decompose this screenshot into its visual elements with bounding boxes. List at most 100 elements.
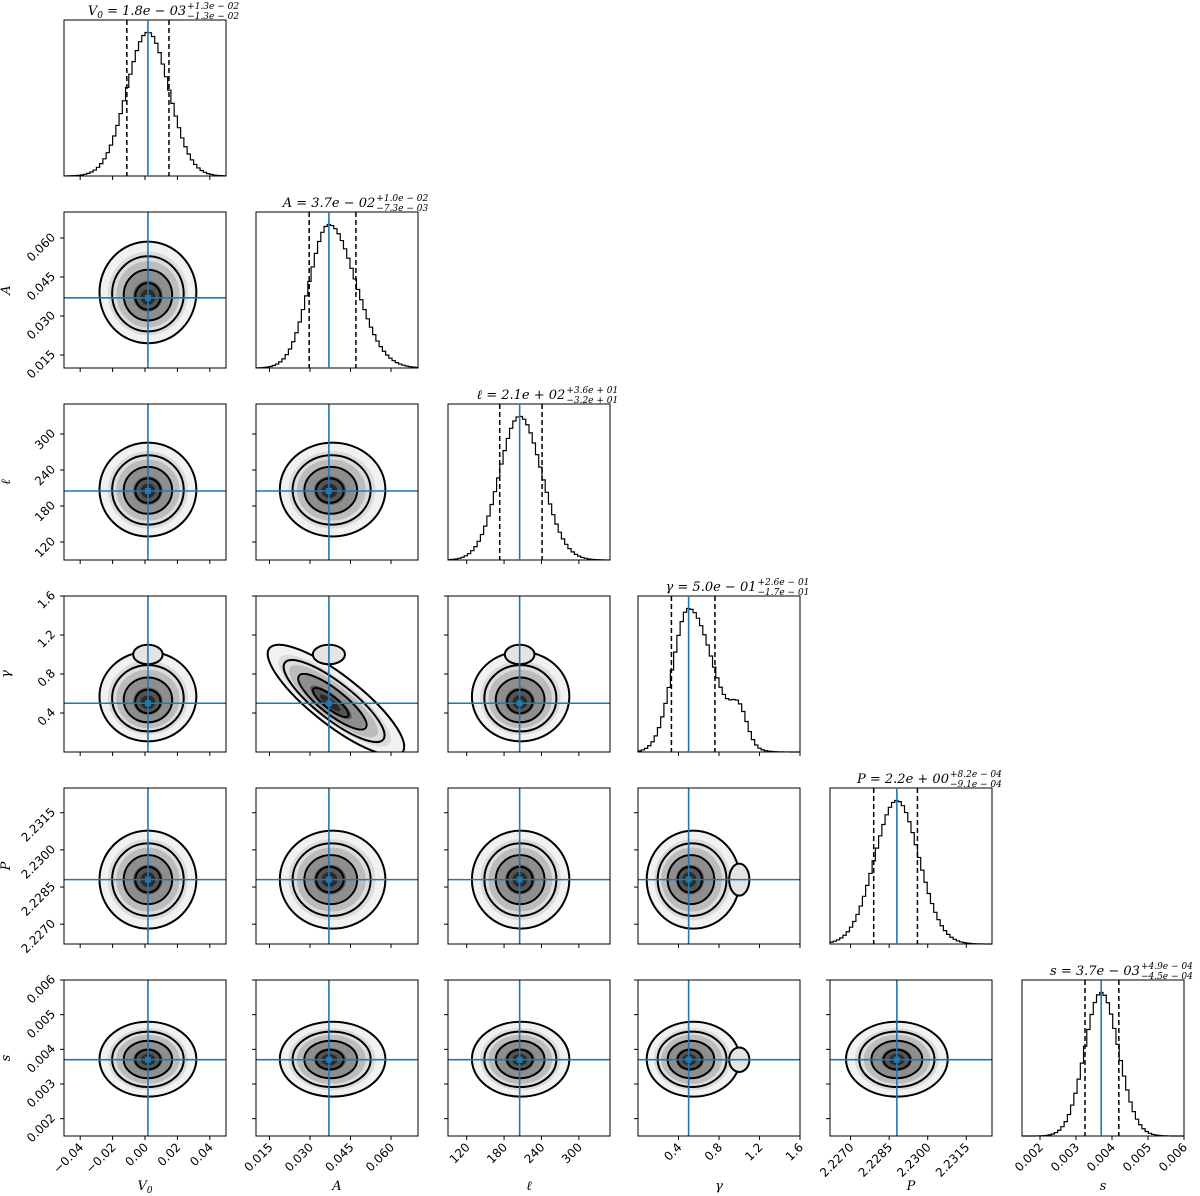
contour-level-1 [291, 454, 372, 526]
x-tick-label-V0: 0.00 [122, 1140, 151, 1169]
x-tick-label-V0: −0.02 [83, 1140, 119, 1176]
hist-frame-A [255, 211, 419, 369]
x-tick-label-gamma: 0.8 [702, 1140, 725, 1163]
x-tick-label-A: 0.045 [322, 1140, 356, 1174]
y-axis-label-A: A [0, 285, 14, 295]
panel-frame [255, 979, 419, 1137]
x-axis-label-P: P [906, 1179, 916, 1194]
x-tick-label-gamma: 0.4 [661, 1140, 684, 1163]
truth-marker [516, 1056, 523, 1063]
hist-panel-ell: ℓ = 2.1e + 02+3.6e + 01−3.2e + 01 [447, 386, 618, 561]
histogram-gamma [637, 607, 801, 753]
x-axis-label-A: A [331, 1179, 341, 1194]
panel-gamma-vs-A [255, 595, 419, 753]
x-tick-label-gamma: 1.2 [742, 1140, 765, 1163]
y-tick-label-s: 0.002 [24, 1111, 58, 1145]
truth-marker [516, 700, 523, 707]
hist-frame-P [829, 787, 993, 945]
x-tick-label-ell: 240 [521, 1140, 547, 1166]
hist-title-s: s = 3.7e − 03 [1050, 964, 1140, 979]
contours-gamma-A [266, 643, 406, 752]
x-tick-label-P: 2.2315 [933, 1140, 973, 1180]
hist-panel-s: s = 3.7e − 03+4.9e − 04−4.5e − 04 [1021, 962, 1193, 1137]
truth-marker [144, 294, 151, 301]
x-axis-label-s: s [1100, 1179, 1107, 1194]
histogram-A [255, 223, 419, 369]
hist-err-minus-gamma: −1.7e − 01 [758, 588, 810, 598]
y-tick-label-gamma: 1.2 [35, 627, 58, 650]
hist-title-A: A = 3.7e − 02 [282, 196, 376, 211]
hist-title-gamma: γ = 5.0e − 01 [665, 580, 756, 595]
contour-level-3 [311, 686, 350, 718]
contour-level-0 [266, 643, 406, 752]
hist-title-P: P = 2.2e + 00 [856, 772, 949, 787]
x-tick-label-s: 0.006 [1156, 1140, 1190, 1174]
panel-frame [255, 787, 419, 945]
y-axis-label-gamma: γ [0, 670, 14, 678]
hist-title-ell: ℓ = 2.1e + 02 [477, 388, 566, 403]
x-tick-label-s: 0.002 [1012, 1140, 1046, 1174]
x-tick-label-s: 0.005 [1120, 1140, 1154, 1174]
y-tick-label-A: 0.045 [24, 269, 58, 303]
panel-P-vs-V0 [63, 787, 227, 945]
panel-s-vs-P [829, 979, 993, 1137]
truth-marker [325, 488, 332, 494]
histogram-P [829, 799, 993, 945]
x-tick-label-A: 0.030 [282, 1140, 316, 1174]
x-tick-label-V0: 0.02 [155, 1140, 184, 1169]
panel-s-vs-gamma [637, 979, 801, 1137]
y-tick-label-ell: 180 [32, 498, 58, 524]
y-tick-label-P: 2.2285 [19, 879, 59, 919]
x-axis-label-V0: V0 [137, 1179, 152, 1196]
y-tick-label-P: 2.2300 [19, 842, 59, 882]
y-axis-label-ell: ℓ [0, 479, 14, 485]
x-tick-label-A: 0.015 [241, 1140, 275, 1174]
hist-err-plus-P: +8.2e − 04 [950, 770, 1002, 780]
panel-gamma-vs-ell [447, 595, 611, 753]
x-tick-label-s: 0.003 [1048, 1140, 1082, 1174]
panel-frame [829, 979, 993, 1137]
x-tick-label-P: 2.2285 [856, 1140, 896, 1180]
hist-panel-gamma: γ = 5.0e − 01+2.6e − 01−1.7e − 01 [637, 578, 810, 753]
hist-panel-A: A = 3.7e − 02+1.0e − 02−7.3e − 03 [255, 194, 428, 369]
y-tick-label-s: 0.005 [24, 1007, 58, 1041]
truth-marker [325, 876, 332, 883]
y-tick-label-s: 0.003 [24, 1076, 58, 1110]
hist-err-minus-P: −9.1e − 04 [950, 780, 1002, 790]
x-tick-label-P: 2.2300 [894, 1140, 934, 1180]
histogram-V0 [63, 31, 227, 177]
x-axis-label-gamma: γ [715, 1179, 723, 1194]
panel-ell-vs-V0 [63, 403, 227, 561]
panel-ell-vs-A [255, 403, 419, 561]
y-tick-label-A: 0.060 [24, 230, 58, 264]
hist-err-minus-ell: −3.2e + 01 [566, 396, 618, 406]
hist-frame-V0 [63, 19, 227, 177]
x-tick-label-ell: 180 [484, 1140, 510, 1166]
truth-marker [325, 1056, 332, 1063]
y-tick-label-ell: 240 [32, 462, 58, 488]
y-axis-label-s: s [0, 1054, 14, 1061]
panel-gamma-vs-V0 [63, 595, 227, 753]
y-tick-label-A: 0.015 [24, 347, 58, 381]
y-tick-label-gamma: 0.8 [35, 666, 58, 689]
y-tick-label-s: 0.006 [24, 972, 58, 1006]
x-tick-label-ell: 300 [559, 1140, 585, 1166]
hist-err-minus-V0: −1.3e − 02 [187, 12, 239, 22]
panel-s-vs-A [255, 979, 419, 1137]
hist-panel-P: P = 2.2e + 00+8.2e − 04−9.1e − 04 [829, 770, 1002, 945]
x-tick-label-P: 2.2270 [817, 1140, 857, 1180]
x-tick-label-V0: 0.04 [187, 1140, 216, 1169]
truth-marker [325, 700, 332, 707]
contour-level-1 [282, 658, 386, 744]
histogram-s [1022, 991, 1184, 1137]
truth-marker [685, 1056, 692, 1063]
contour-level-2 [297, 672, 368, 731]
histogram-ell [447, 415, 611, 561]
hist-err-minus-A: −7.3e − 03 [376, 204, 428, 214]
truth-marker [893, 1056, 900, 1063]
hist-err-plus-A: +1.0e − 02 [376, 194, 428, 204]
hist-panel-V0: V0 = 1.8e − 03+1.3e − 02−1.3e − 02 [63, 2, 239, 177]
panel-P-vs-gamma [637, 787, 801, 945]
truth-marker [144, 700, 151, 707]
